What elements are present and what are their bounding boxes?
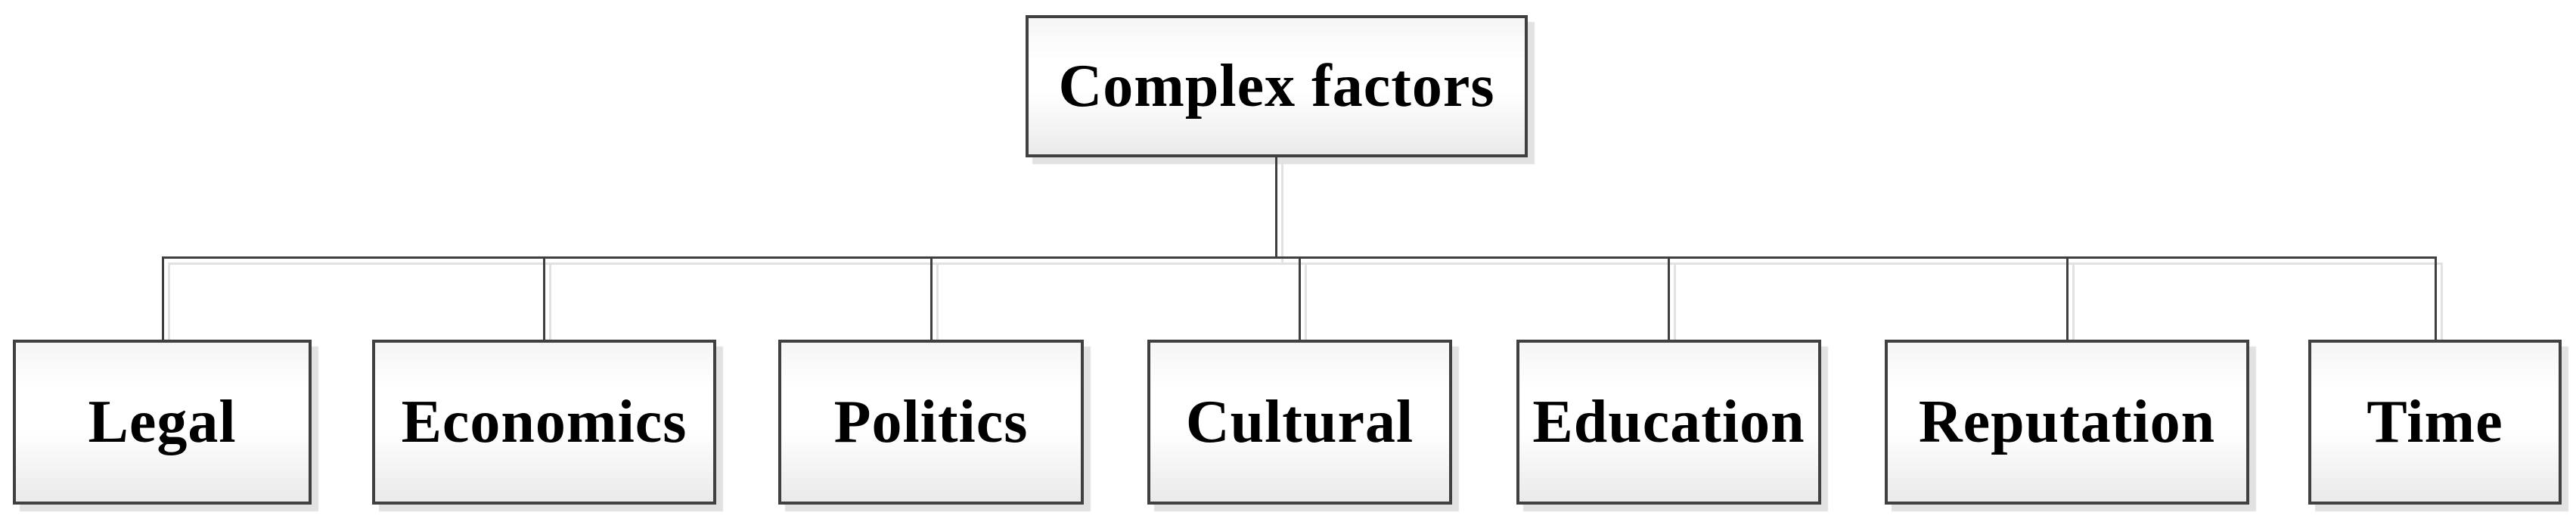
child-node-label: Politics <box>833 388 1029 455</box>
connector-drop-economics <box>543 257 545 340</box>
child-node-reputation: Reputation <box>1885 340 2249 505</box>
root-node-complex-factors: Complex factors <box>1026 15 1528 157</box>
child-node-label: Education <box>1532 388 1805 455</box>
connector-drop-education <box>1668 257 1670 340</box>
root-node-label: Complex factors <box>1058 52 1495 120</box>
child-node-legal: Legal <box>13 340 312 505</box>
child-node-label: Legal <box>88 388 237 455</box>
child-node-label: Cultural <box>1185 388 1414 455</box>
child-node-label: Economics <box>401 388 687 455</box>
child-node-time: Time <box>2308 340 2562 505</box>
connector-drop-time <box>2435 257 2437 340</box>
connector-drop-cultural <box>1299 257 1301 340</box>
connector-drop-legal <box>162 257 164 340</box>
connector-drop-reputation <box>2066 257 2069 340</box>
child-node-cultural: Cultural <box>1147 340 1452 505</box>
connector-root-stub <box>1275 157 1277 257</box>
child-node-label: Reputation <box>1918 388 2216 455</box>
child-node-education: Education <box>1516 340 1821 505</box>
child-node-label: Time <box>2367 388 2503 455</box>
child-node-economics: Economics <box>372 340 716 505</box>
connector-drop-politics <box>930 257 933 340</box>
child-node-politics: Politics <box>778 340 1084 505</box>
